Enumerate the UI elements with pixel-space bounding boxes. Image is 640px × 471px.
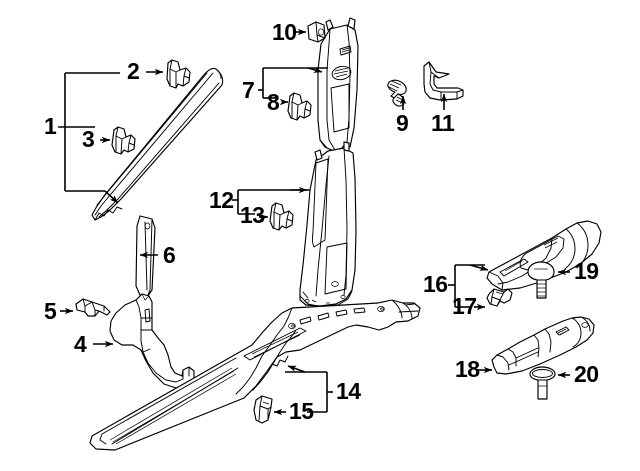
callout-number-18: 18 [455, 356, 480, 382]
callout-number-4: 4 [74, 331, 87, 357]
part-door-sill-plate [89, 299, 421, 451]
callout-number-16: 16 [423, 271, 448, 297]
part-clip-3 [111, 126, 136, 155]
part-pillar-extension [135, 215, 156, 298]
part-kick-panel [109, 293, 195, 389]
callout-number-5: 5 [44, 298, 57, 324]
callout-number-11: 11 [431, 110, 455, 136]
part-clip-2 [166, 59, 191, 89]
callout-number-15: 15 [289, 398, 314, 424]
callout-number-6: 6 [163, 242, 176, 268]
part-clip-8 [287, 92, 312, 121]
callout-number-12: 12 [209, 187, 234, 213]
part-b-pillar-lower-trim [299, 141, 357, 308]
part-b-pillar-upper-trim [317, 17, 359, 153]
callout-number-8: 8 [267, 89, 280, 115]
callout-number-2: 2 [127, 58, 140, 84]
callout-number-14: 14 [336, 378, 361, 404]
part-coat-hook [423, 61, 464, 101]
callout-number-20: 20 [574, 361, 599, 387]
callout-number-1: 1 [44, 113, 57, 139]
part-anchor-cover [491, 316, 595, 375]
callout-number-19: 19 [574, 258, 599, 284]
part-clip-13 [269, 202, 294, 231]
callout-number-17: 17 [452, 293, 477, 319]
part-screw-19 [527, 261, 555, 299]
callout-number-9: 9 [396, 110, 409, 136]
part-bolt-20 [529, 366, 556, 400]
part-clip-17 [486, 288, 513, 307]
part-clip-10 [307, 21, 326, 43]
part-clip-15 [253, 395, 273, 424]
callout-number-10: 10 [272, 19, 297, 45]
part-kick-panel-retainer [75, 298, 111, 317]
callout-number-7: 7 [242, 77, 255, 103]
leader-lines [58, 28, 570, 416]
callout-number-13: 13 [240, 202, 265, 228]
callout-number-3: 3 [82, 126, 95, 152]
part-a-pillar-trim [91, 67, 224, 221]
